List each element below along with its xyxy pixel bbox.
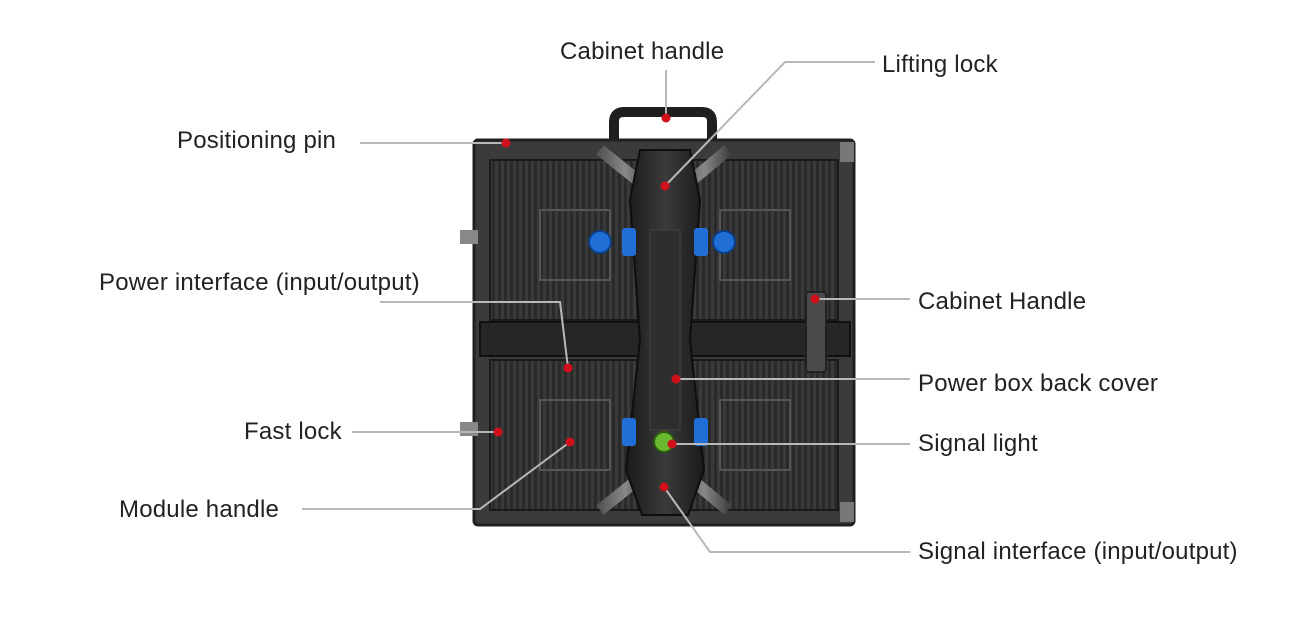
- leader-signal-interface: [663, 486, 910, 553]
- label-power-box-back-cover: Power box back cover: [918, 370, 1159, 397]
- markers: [493, 113, 820, 492]
- cabinet-body: [460, 107, 856, 527]
- panel-lower-right: [687, 359, 839, 511]
- leader-lines: [302, 61, 910, 553]
- leader-power-interface: [380, 301, 569, 369]
- label-positioning-pin: Positioning pin: [177, 127, 337, 154]
- label-cabinet-handle-side: Cabinet Handle: [918, 288, 1087, 315]
- label-module-handle: Module handle: [119, 496, 280, 523]
- marker-power-interface: [563, 363, 573, 373]
- marker-lifting-lock: [660, 181, 670, 191]
- leader-module-handle: [302, 441, 571, 510]
- marker-positioning-pin: [501, 138, 511, 148]
- label-cabinet-handle-top: Cabinet handle: [560, 38, 725, 65]
- marker-power-box-back-cover: [671, 374, 681, 384]
- label-power-interface: Power interface (input/output): [99, 269, 420, 296]
- connector-blue-2: [712, 230, 736, 254]
- marker-cabinet-handle-top: [661, 113, 671, 123]
- label-fast-lock: Fast lock: [244, 418, 342, 445]
- top-handle-shape: [609, 107, 717, 150]
- leader-lifting-lock: [664, 61, 875, 187]
- marker-cabinet-handle-side: [810, 294, 820, 304]
- connector-blue-1: [588, 230, 612, 254]
- marker-signal-light: [667, 439, 677, 449]
- marker-signal-interface: [659, 482, 669, 492]
- label-lifting-lock: Lifting lock: [882, 51, 998, 78]
- marker-fast-lock: [493, 427, 503, 437]
- side-handle-shape: [805, 291, 827, 373]
- marker-module-handle: [565, 437, 575, 447]
- label-signal-light: Signal light: [918, 430, 1038, 457]
- panel-lower-left: [489, 359, 641, 511]
- panel-upper-left: [489, 159, 641, 321]
- label-signal-interface: Signal interface (input/output): [918, 538, 1238, 565]
